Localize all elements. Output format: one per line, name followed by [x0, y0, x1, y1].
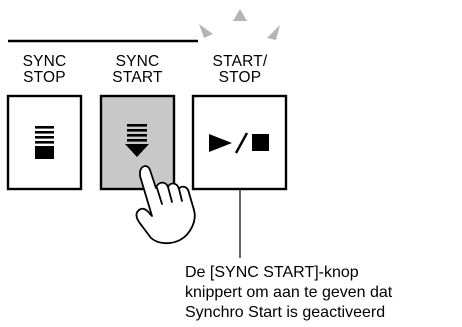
- caption-line-2: knippert om aan te geven dat: [185, 284, 393, 301]
- start-stop-label: START/ STOP: [200, 54, 280, 86]
- flash-rays-icon: [199, 9, 280, 40]
- sync-stop-label-line2: STOP: [23, 69, 66, 86]
- caption-line-1: De [SYNC START]-knop: [185, 264, 359, 281]
- sync-start-label-line1: SYNC: [115, 53, 160, 70]
- sync-start-button[interactable]: [99, 94, 176, 191]
- sync-stop-icon: [35, 126, 54, 159]
- sync-start-label-line2: START: [112, 69, 163, 86]
- sync-stop-button[interactable]: [6, 94, 83, 191]
- sync-stop-label: SYNC STOP: [8, 54, 81, 86]
- sync-start-icon: [125, 124, 149, 157]
- start-stop-button[interactable]: [191, 94, 288, 191]
- play-stop-icon: [209, 132, 269, 154]
- start-stop-label-line1: START/: [212, 53, 268, 70]
- caption: De [SYNC START]-knop knippert om aan te …: [185, 263, 392, 323]
- pointing-hand-icon: [135, 165, 196, 245]
- sync-stop-label-line1: SYNC: [22, 53, 67, 70]
- start-stop-label-line2: STOP: [218, 69, 262, 86]
- caption-line-3: Synchro Start is geactiveerd: [185, 304, 386, 321]
- sync-start-label: SYNC START: [101, 54, 174, 86]
